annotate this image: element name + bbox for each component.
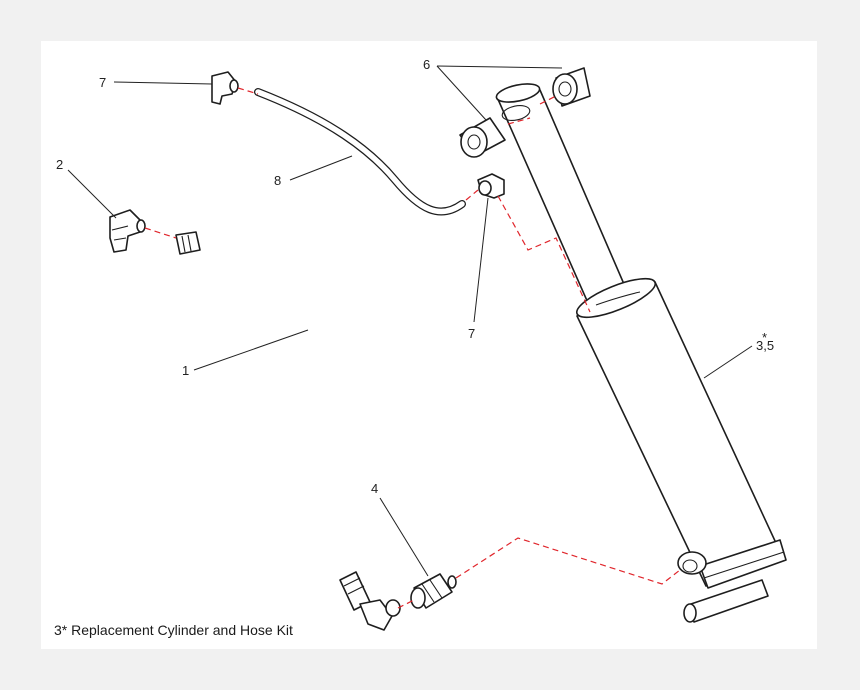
- callout-3-5-asterisk: *: [762, 330, 767, 345]
- bushing-right: [552, 67, 591, 107]
- straight-connector: [410, 573, 457, 609]
- callout-7-mid: 7: [468, 326, 475, 341]
- callout-1: 1: [182, 363, 189, 378]
- callout-6: 6: [423, 57, 430, 72]
- hydraulic-hose: [175, 231, 401, 631]
- callout-4: 4: [371, 481, 378, 496]
- elbow-fitting-top: [211, 71, 239, 105]
- tube: [254, 88, 466, 216]
- hydraulic-cylinder: [495, 83, 787, 623]
- elbow-fitting-mid: [477, 173, 505, 199]
- callout-2: 2: [56, 157, 63, 172]
- assembly-lines: [144, 87, 681, 609]
- callout-7-top: 7: [99, 75, 106, 90]
- leader-lines: [67, 65, 753, 577]
- elbow-fitting: [109, 209, 146, 253]
- bushing-left: [459, 117, 506, 158]
- callout-8: 8: [274, 173, 281, 188]
- diagram-caption: 3* Replacement Cylinder and Hose Kit: [54, 622, 293, 638]
- callout-3-5: 3,5: [756, 338, 774, 353]
